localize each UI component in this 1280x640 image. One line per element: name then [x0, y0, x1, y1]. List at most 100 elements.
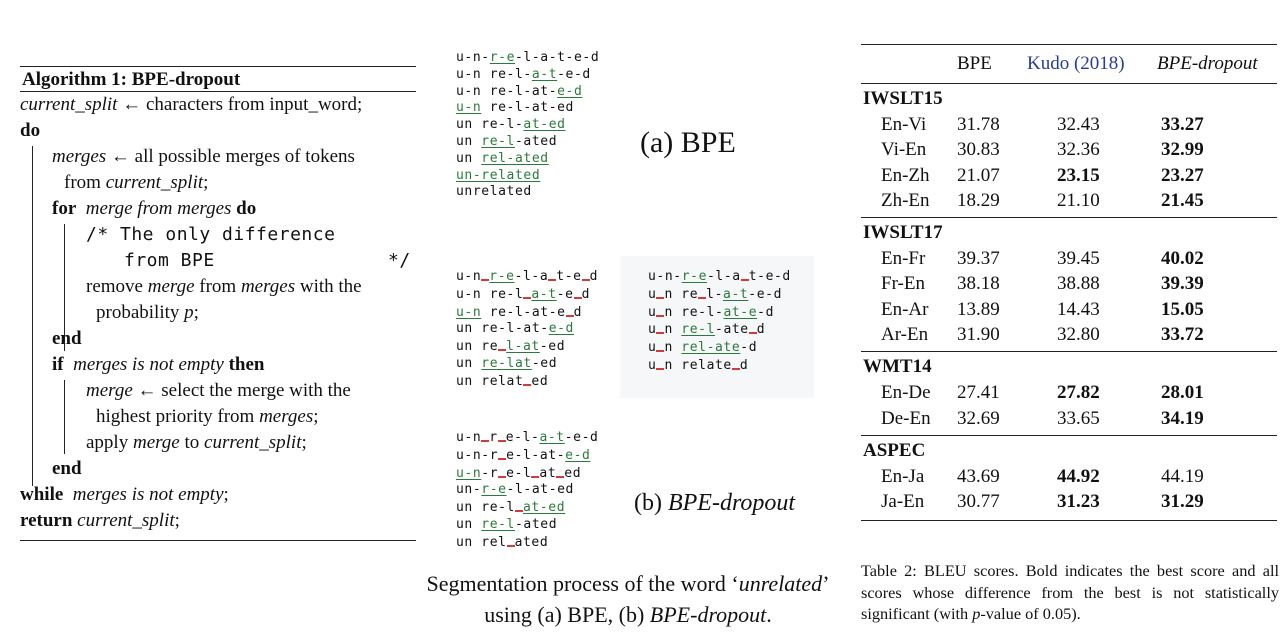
caption-text: using (a) BPE, (b) [484, 602, 650, 627]
algo-text: probability [96, 302, 185, 323]
bleu-score: 32.43 [1057, 114, 1100, 135]
caption-text: Segmentation process of the word ‘ [426, 571, 739, 596]
algo-var: current_split [204, 432, 302, 453]
table-caption-text: Table 2: BLEU scores. Bold indicates the… [861, 561, 1279, 623]
algo-text: ← characters from input_word; [117, 94, 363, 115]
label-bpe-dropout: (b) BPE-dropout [634, 490, 795, 517]
algo-line-from: from current_split; [20, 170, 416, 196]
bleu-score: 30.83 [957, 139, 1000, 161]
bleu-score: 21.45 [1161, 189, 1204, 211]
algo-line-for: for merge from merges do [20, 196, 416, 222]
section-separator [861, 217, 1277, 219]
algo-var: merge [86, 380, 133, 401]
algo-line-select: merge ← select the merge with the [20, 378, 416, 404]
bleu-score: 21.07 [957, 164, 1000, 186]
caption-text: ’ [822, 571, 830, 596]
table-header-row: BPE Kudo (2018) BPE-dropout [861, 44, 1277, 84]
bleu-score: 33.27 [1161, 114, 1204, 135]
algo-text: from [194, 276, 241, 297]
algo-line-end-if: end [20, 456, 416, 482]
bleu-score: 31.29 [1161, 491, 1204, 513]
bleu-score: 32.69 [957, 407, 1000, 429]
language-pair: En-Fr [881, 248, 926, 270]
table-caption: Table 2: BLEU scores. Bold indicates the… [861, 560, 1279, 625]
algo-text: ← select the merge with the [132, 380, 351, 401]
algo-text: ; [223, 484, 229, 505]
algo-line-comment-2: from BPE */ [20, 248, 416, 274]
bleu-score: 27.82 [1057, 382, 1100, 404]
algo-line-apply: apply merge to current_split; [20, 430, 416, 456]
header-kudo: Kudo (2018) [1027, 53, 1125, 74]
bleu-score: 31.78 [957, 114, 1000, 135]
segmentation-dropout-2-background [620, 256, 814, 398]
header-bpe: BPE [957, 53, 992, 74]
bleu-score: 33.65 [1057, 407, 1100, 429]
algo-var: current_split [105, 172, 204, 193]
bleu-score: 32.36 [1057, 139, 1100, 161]
section-separator [861, 434, 1277, 436]
bleu-score: 38.88 [1057, 273, 1100, 295]
algo-keyword: return [20, 510, 73, 531]
language-pair: En-Vi [881, 114, 927, 135]
language-pair: De-En [881, 407, 931, 429]
bleu-score: 21.10 [1057, 189, 1100, 211]
section-title: IWSLT17 [863, 222, 943, 244]
algo-do-body: merges ← all possible merges of tokens f… [20, 144, 416, 486]
algo-comment: from BPE [124, 250, 215, 271]
algo-text: ; [174, 510, 180, 531]
language-pair: Ja-En [881, 491, 925, 513]
table-row: De-En 32.69 33.65 34.19 [861, 406, 1277, 431]
algo-line-while: while merges is not empty; [20, 482, 416, 508]
algo-var: merge from merges [85, 198, 232, 219]
bleu-score: 14.43 [1057, 298, 1100, 320]
algo-text: to [179, 432, 205, 453]
caption-text: . [766, 602, 772, 627]
language-pair: En-Ar [881, 298, 929, 320]
bleu-score: 33.72 [1161, 324, 1204, 346]
algo-comment: */ [388, 250, 411, 271]
bleu-score: 34.19 [1161, 407, 1204, 429]
algo-text: remove [86, 276, 148, 297]
algo-keyword: end [52, 458, 82, 479]
language-pair: Fr-En [881, 273, 925, 295]
algo-text: ; [203, 172, 209, 193]
algo-line-priority: highest priority from merges; [20, 404, 416, 430]
bleu-score: 39.45 [1057, 248, 1100, 270]
algo-text: apply [86, 432, 133, 453]
algorithm-bottom-rule [20, 540, 416, 541]
section-title: WMT14 [863, 356, 932, 378]
algo-var: current_split [77, 510, 175, 531]
bleu-score: 31.90 [957, 324, 1000, 346]
figure-caption: Segmentation process of the word ‘unrela… [398, 568, 858, 630]
algo-var: merges [52, 146, 107, 167]
bleu-score: 32.80 [1057, 324, 1100, 346]
algorithm-top-rule [20, 66, 416, 67]
bleu-score: 23.15 [1057, 164, 1100, 186]
bleu-score: 28.01 [1161, 382, 1204, 404]
caption-word: unrelated [738, 571, 823, 596]
algo-var: p [184, 302, 194, 323]
algo-for-indent-bar [64, 224, 65, 351]
algo-for-body: /* The only difference from BPE */ remov… [20, 222, 416, 351]
segmentation-bpe: u-n-r-e-l-a-t-e-d u-n re-l-a-t-e-d u-n r… [456, 50, 600, 200]
bleu-score: 18.29 [957, 189, 1000, 211]
algo-keyword: while [20, 484, 64, 505]
label-bpe-dropout-text: BPE-dropout [667, 490, 796, 516]
algo-keyword: do [236, 198, 257, 219]
bleu-score: 40.02 [1161, 248, 1204, 270]
algo-text: ← all possible merges of tokens [106, 146, 355, 167]
language-pair: En-Ja [881, 465, 925, 487]
bleu-score: 23.27 [1161, 164, 1204, 186]
algo-if-indent-bar [64, 380, 65, 454]
algo-keyword: then [228, 354, 265, 375]
